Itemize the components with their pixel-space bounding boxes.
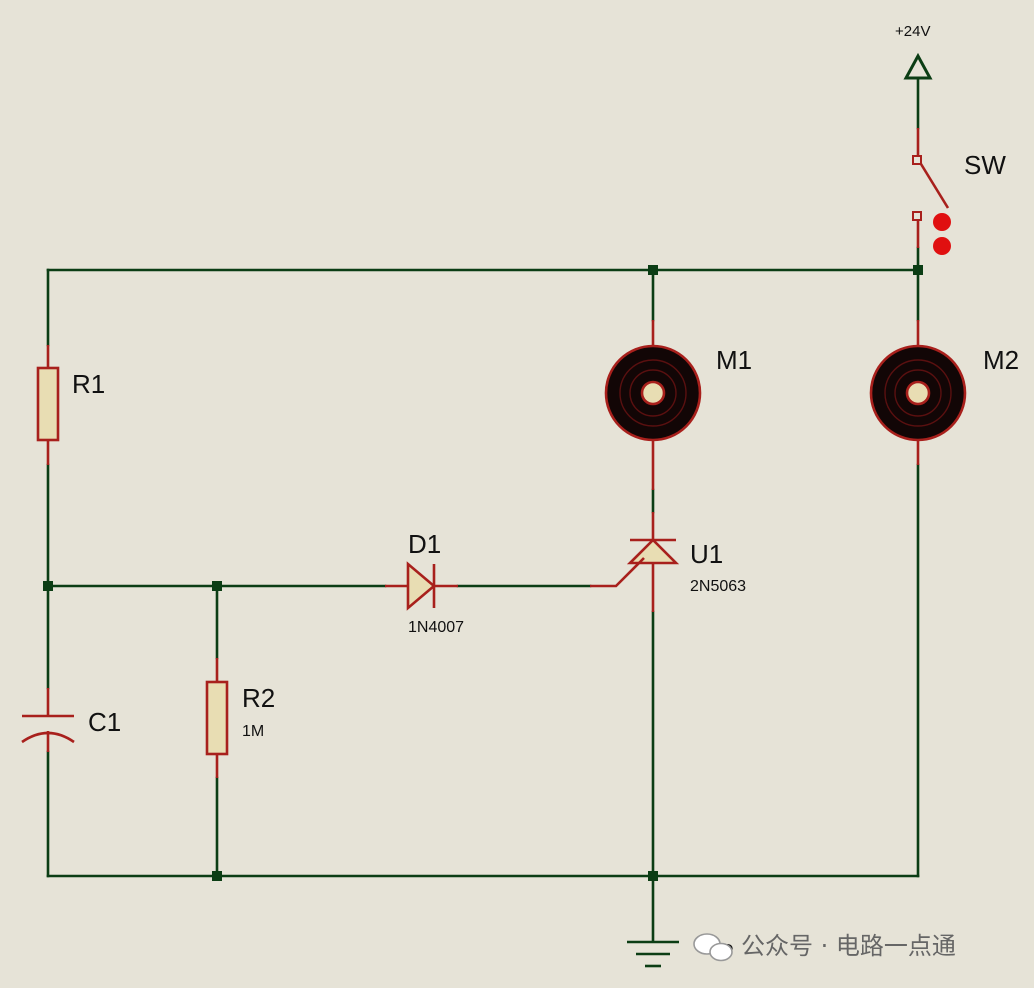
- supply-arrow-icon: [903, 52, 933, 80]
- supply-terminal[interactable]: +24V: [895, 23, 933, 80]
- m1-label: M1: [716, 345, 752, 375]
- r2-label: R2: [242, 683, 275, 713]
- d1-value: 1N4007: [408, 619, 464, 636]
- m2-ring-inner: [894, 369, 942, 417]
- switch-lever: [919, 163, 950, 209]
- u1-gate: [590, 557, 645, 588]
- diode-d1[interactable]: D1 1N4007: [385, 529, 464, 636]
- r1-label: R1: [72, 369, 105, 399]
- resistor-r1[interactable]: R1: [36, 345, 105, 465]
- wires: [46, 76, 920, 942]
- u1-label: U1: [690, 539, 723, 569]
- switch-contact-bottom: [912, 211, 922, 221]
- switch-contact-top: [912, 155, 922, 165]
- m2-label: M2: [983, 345, 1019, 375]
- watermark: 公众号 · 电路一点通: [693, 932, 956, 962]
- r1-body: [36, 366, 60, 442]
- junction-r2-top: [212, 581, 222, 591]
- wechat-logo-icon: [693, 933, 733, 962]
- junction-top-m2: [913, 265, 923, 275]
- r2-body: [205, 680, 229, 756]
- m2-ring-outer: [884, 359, 952, 427]
- r2-value: 1M: [242, 723, 264, 740]
- switch-indicator-icon-1: [933, 213, 951, 231]
- supply-label: +24V: [895, 23, 930, 40]
- motor-m1[interactable]: M1: [604, 320, 752, 490]
- capacitor-c1[interactable]: C1: [21, 688, 121, 752]
- switch-label: SW: [964, 150, 1006, 180]
- junctions: [43, 265, 923, 881]
- m2-shaft-icon: [905, 380, 931, 406]
- junction-r2-bottom: [212, 871, 222, 881]
- resistor-r2[interactable]: R2 1M: [205, 658, 275, 778]
- junction-gnd: [648, 871, 658, 881]
- switch-sw[interactable]: SW: [912, 128, 1006, 255]
- d1-triangle: [406, 561, 437, 611]
- watermark-text: 公众号 · 电路一点通: [741, 932, 956, 960]
- thyristor-u1[interactable]: U1 2N5063: [590, 512, 746, 612]
- junction-top-m1: [648, 265, 658, 275]
- u1-value: 2N5063: [690, 578, 746, 595]
- d1-label: D1: [408, 529, 441, 559]
- m1-ring-inner: [629, 369, 677, 417]
- c1-label: C1: [88, 707, 121, 737]
- junction-left-mid: [43, 581, 53, 591]
- m1-ring-outer: [619, 359, 687, 427]
- u1-triangle: [626, 538, 680, 565]
- switch-indicator-icon-2: [933, 237, 951, 255]
- motor-m2[interactable]: M2: [869, 320, 1019, 465]
- m1-shaft-icon: [640, 380, 666, 406]
